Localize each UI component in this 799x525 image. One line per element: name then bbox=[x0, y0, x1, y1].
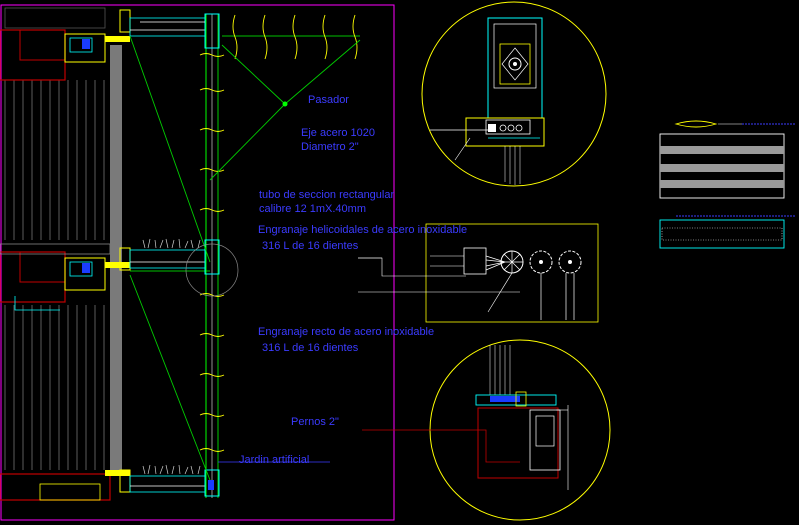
detail-circle-bolts bbox=[362, 339, 611, 521]
label-helicoidal-line1: Engranaje helicoidales de acero inoxidab… bbox=[258, 224, 468, 236]
grass-tufts-bottom bbox=[142, 464, 201, 475]
floor-slab-bottom bbox=[0, 473, 111, 501]
diagonal-bracing bbox=[129, 21, 361, 481]
detail-circle-shaft bbox=[421, 1, 607, 187]
label-jardin: Jardin artificial bbox=[239, 454, 310, 466]
label-tubo-line2: calibre 12 1mX.40mm bbox=[259, 203, 366, 215]
label-helicoidal-line2: 316 L de 16 dientes bbox=[262, 240, 359, 252]
planter-bottom bbox=[129, 475, 206, 493]
louver-blades bbox=[199, 53, 225, 452]
reference-circle-section bbox=[185, 243, 239, 297]
label-pasador: Pasador bbox=[308, 94, 349, 106]
structural-column bbox=[110, 45, 122, 475]
sheet-border bbox=[0, 4, 395, 521]
top-blade-row bbox=[222, 14, 360, 60]
facade-lines-lower bbox=[4, 305, 105, 470]
grass-tufts-middle bbox=[142, 238, 201, 249]
planter-top bbox=[129, 17, 206, 37]
right-elevation bbox=[659, 120, 796, 249]
floor-slab-top bbox=[0, 7, 106, 81]
label-tubo-line1: tubo de seccion rectangular bbox=[259, 189, 395, 201]
label-recto-line2: 316 L de 16 dientes bbox=[262, 342, 359, 354]
facade-lines-upper bbox=[4, 80, 105, 240]
floor-slab-middle bbox=[0, 243, 111, 311]
building-section bbox=[0, 7, 361, 501]
label-pernos: Pernos 2" bbox=[291, 416, 339, 428]
label-eje-line2: Diametro 2" bbox=[301, 141, 359, 153]
label-eje-line1: Eje acero 1020 bbox=[301, 127, 375, 139]
louver-mast bbox=[204, 13, 220, 498]
pasador-pin bbox=[282, 101, 288, 107]
label-recto-line1: Engranaje recto de acero inoxidable bbox=[258, 326, 435, 338]
gear-detail bbox=[358, 223, 599, 323]
planter-middle bbox=[129, 249, 210, 272]
